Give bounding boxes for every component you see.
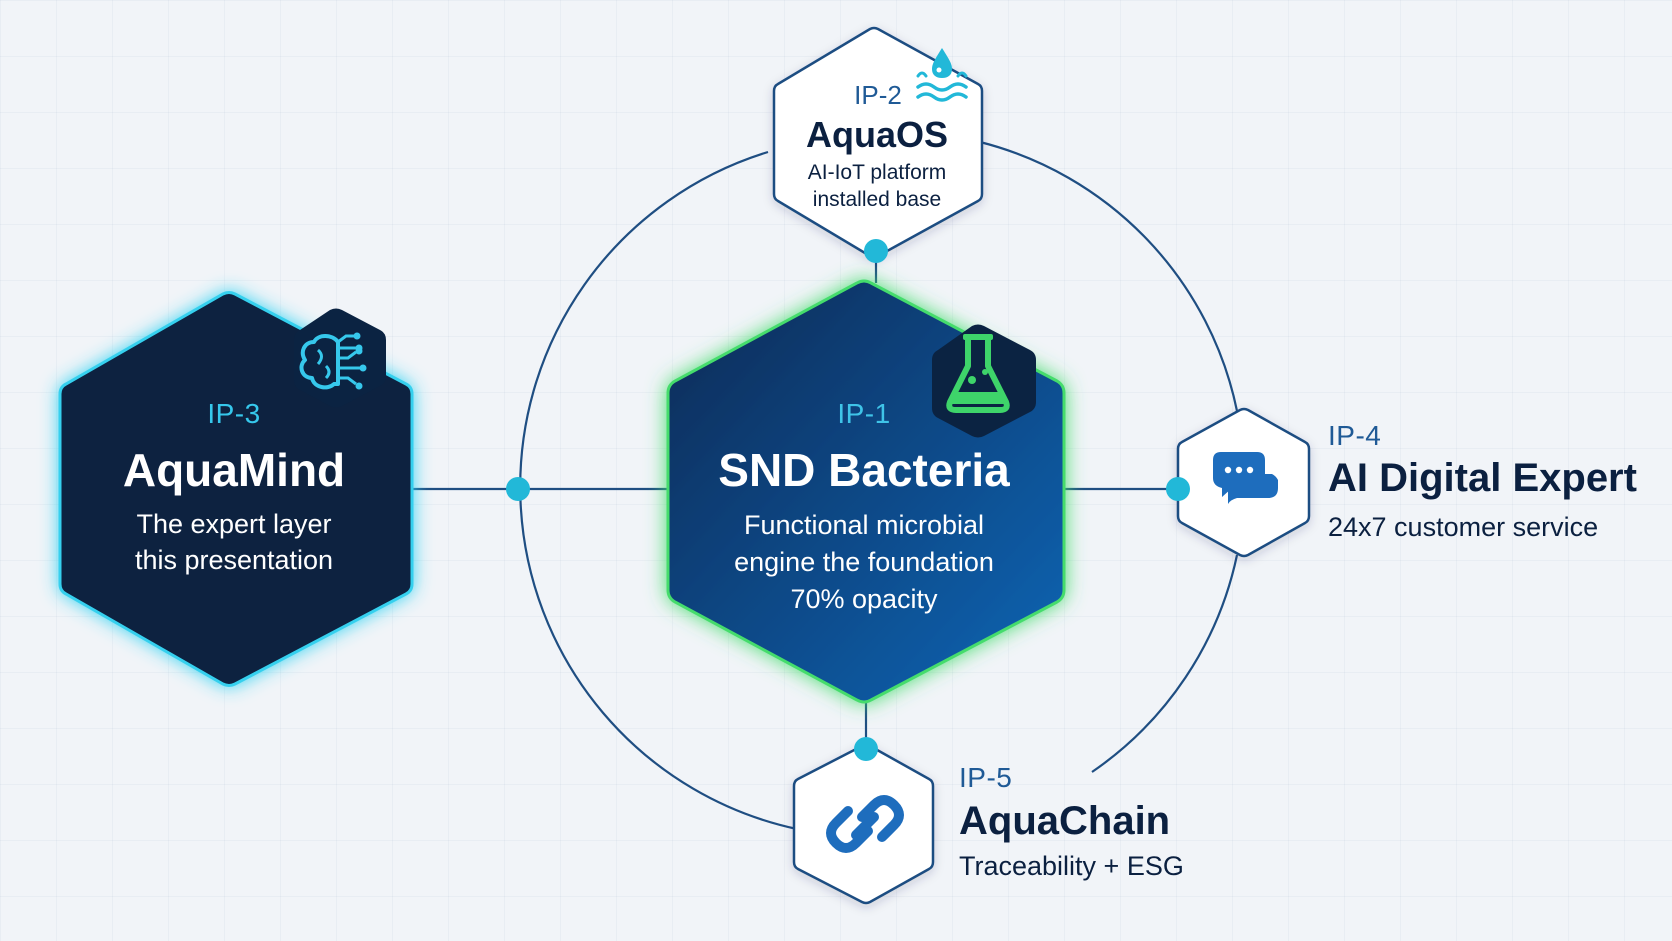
water-drop-icon (916, 48, 968, 102)
aquachain-ip-label: IP-5 (959, 762, 1013, 793)
orbit-ring (519, 140, 1239, 831)
aquaos-title: AquaOS (805, 114, 949, 155)
aquamind-title: AquaMind (122, 444, 346, 496)
ai-digital-expert-ip-label: IP-4 (1328, 420, 1382, 451)
snd-bacteria-ip-label: IP-1 (837, 398, 891, 429)
ai-digital-expert-title: AI Digital Expert (1328, 456, 1637, 500)
snd-bacteria-desc-line2: engine the foundation (734, 547, 994, 577)
aquaos-desc-line1: AI-IoT platform (807, 161, 947, 184)
aquamind-desc-line2: this presentation (134, 545, 334, 575)
snd-bacteria-title: SND Bacteria (718, 444, 1010, 496)
brain-circuit-icon (294, 308, 386, 408)
aquachain-subtitle: Traceability + ESG (959, 851, 1184, 881)
flask-icon (932, 324, 1036, 438)
chat-bubbles-icon (1213, 452, 1278, 504)
aquaos-desc-line2: installed base (812, 188, 942, 211)
aquamind-ip-label: IP-3 (207, 398, 261, 429)
ai-digital-expert-subtitle: 24x7 customer service (1328, 512, 1599, 542)
snd-bacteria-desc-line1: Functional microbial (743, 510, 985, 540)
chain-link-icon (826, 795, 904, 853)
aquachain-title: AquaChain (959, 799, 1171, 843)
snd-bacteria-desc-line3: 70% opacity (790, 584, 938, 614)
aquamind-desc-line1: The expert layer (136, 509, 332, 539)
aquaos-ip-label: IP-2 (854, 80, 902, 110)
connector-dots (506, 239, 1190, 761)
